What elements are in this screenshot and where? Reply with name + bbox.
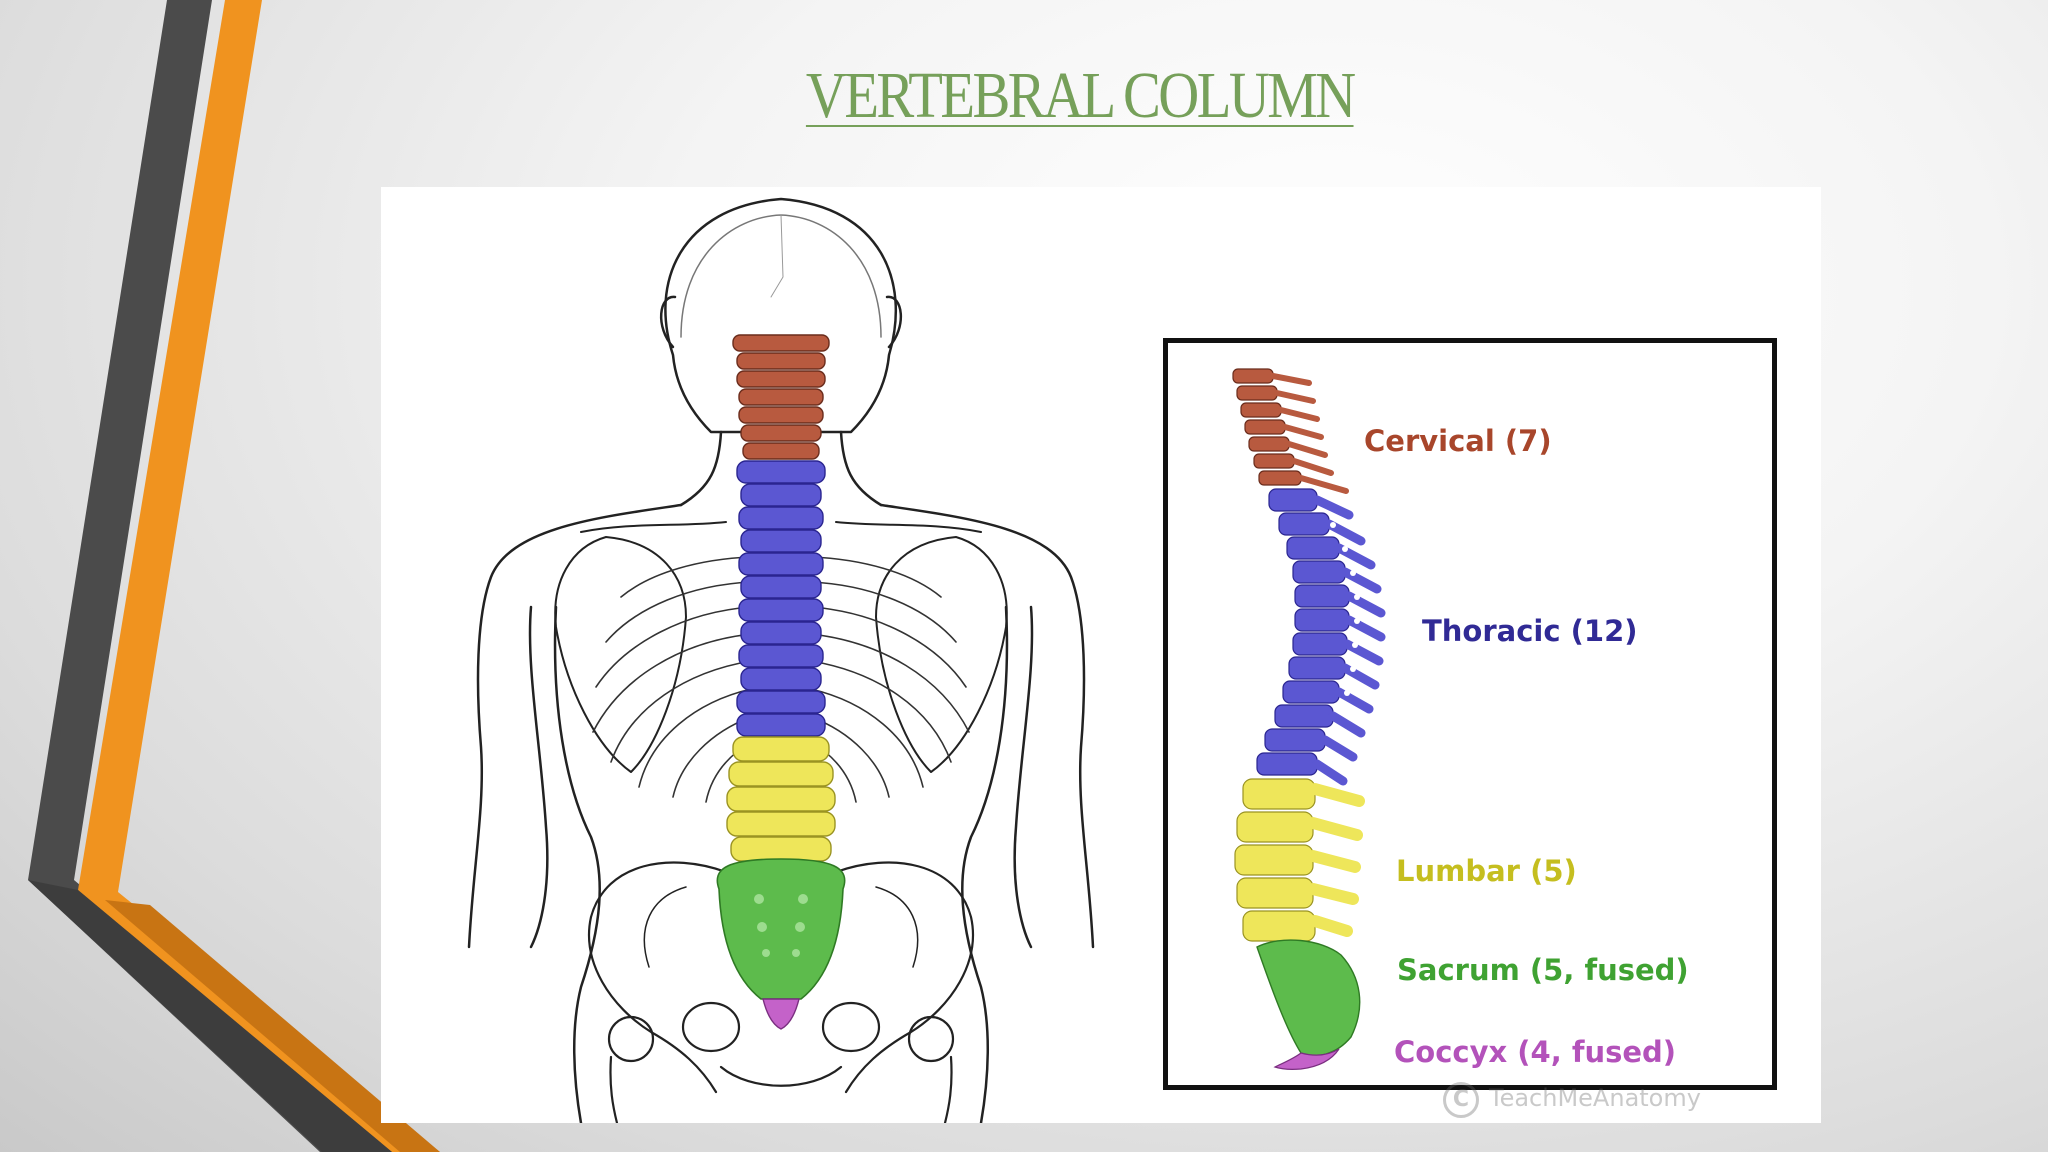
- neck-left: [679, 430, 723, 507]
- right-arm-inner: [1013, 605, 1034, 949]
- pelvis: [588, 861, 974, 1123]
- right-ear: [885, 295, 903, 349]
- back-thoracic: [736, 460, 826, 737]
- right-femur: [943, 1055, 953, 1123]
- side-lumbar: [1234, 778, 1365, 942]
- left-torso: [553, 605, 601, 1123]
- side-thoracic-foramina: [1330, 522, 1360, 696]
- back-sacrum: [716, 858, 846, 1000]
- pubic-arch: [719, 1065, 843, 1087]
- right-ilium-inner: [875, 886, 919, 968]
- side-view-spine: [1232, 368, 1386, 1070]
- side-coccyx: [1273, 1048, 1340, 1070]
- right-shoulder: [879, 503, 1095, 949]
- body-outline: [467, 197, 1095, 1123]
- head-inner-line: [680, 214, 882, 338]
- left-shoulder: [467, 503, 683, 949]
- side-cervical: [1232, 368, 1349, 494]
- right-ilium: [834, 861, 974, 1094]
- neck-right: [839, 430, 883, 507]
- left-clavicle: [580, 521, 727, 533]
- back-lumbar: [726, 736, 836, 862]
- label-thoracic: Thoracic (12): [1422, 614, 1638, 648]
- right-scapula: [875, 536, 1008, 773]
- back-view-spine: [716, 334, 846, 1030]
- left-scapula: [554, 536, 687, 773]
- right-femoral-head: [907, 1015, 955, 1063]
- left-ilium-inner: [643, 886, 687, 968]
- label-coccyx: Coccyx (4, fused): [1394, 1035, 1677, 1069]
- back-coccyx: [762, 998, 800, 1030]
- left-obturator: [681, 1001, 741, 1053]
- label-lumbar: Lumbar (5): [1396, 854, 1577, 888]
- slide-title: VERTEBRAL COLUMN: [805, 59, 1356, 132]
- label-cervical: Cervical (7): [1364, 424, 1552, 458]
- right-torso: [961, 605, 1009, 1123]
- left-femoral-head: [607, 1015, 655, 1063]
- label-sacrum: Sacrum (5, fused): [1397, 953, 1689, 987]
- right-obturator: [821, 1001, 881, 1053]
- head-outline: [664, 197, 897, 434]
- left-ear: [659, 295, 677, 349]
- copyright-icon: C: [1443, 1082, 1479, 1118]
- left-ilium: [588, 861, 728, 1094]
- watermark-text: TeachMeAnatomy: [1489, 1084, 1701, 1112]
- vertebral-column-figure: Cervical (7) Thoracic (12) Lumbar (5) Sa…: [381, 187, 1821, 1123]
- gray-stripe: [28, 0, 400, 1152]
- ribs: [592, 556, 970, 803]
- anatomy-illustration: [467, 197, 1386, 1123]
- head-midline: [770, 214, 784, 298]
- bottom-dark-wedge: [28, 880, 392, 1152]
- back-cervical: [732, 334, 830, 460]
- back-sacral-foramina: [754, 894, 808, 957]
- side-sacrum: [1256, 939, 1361, 1057]
- side-thoracic: [1256, 488, 1386, 786]
- left-arm-inner: [528, 605, 549, 949]
- orange-stripe: [78, 0, 440, 1152]
- left-femur: [609, 1055, 619, 1123]
- right-clavicle: [835, 521, 982, 533]
- bottom-orange-wedge: [105, 900, 440, 1152]
